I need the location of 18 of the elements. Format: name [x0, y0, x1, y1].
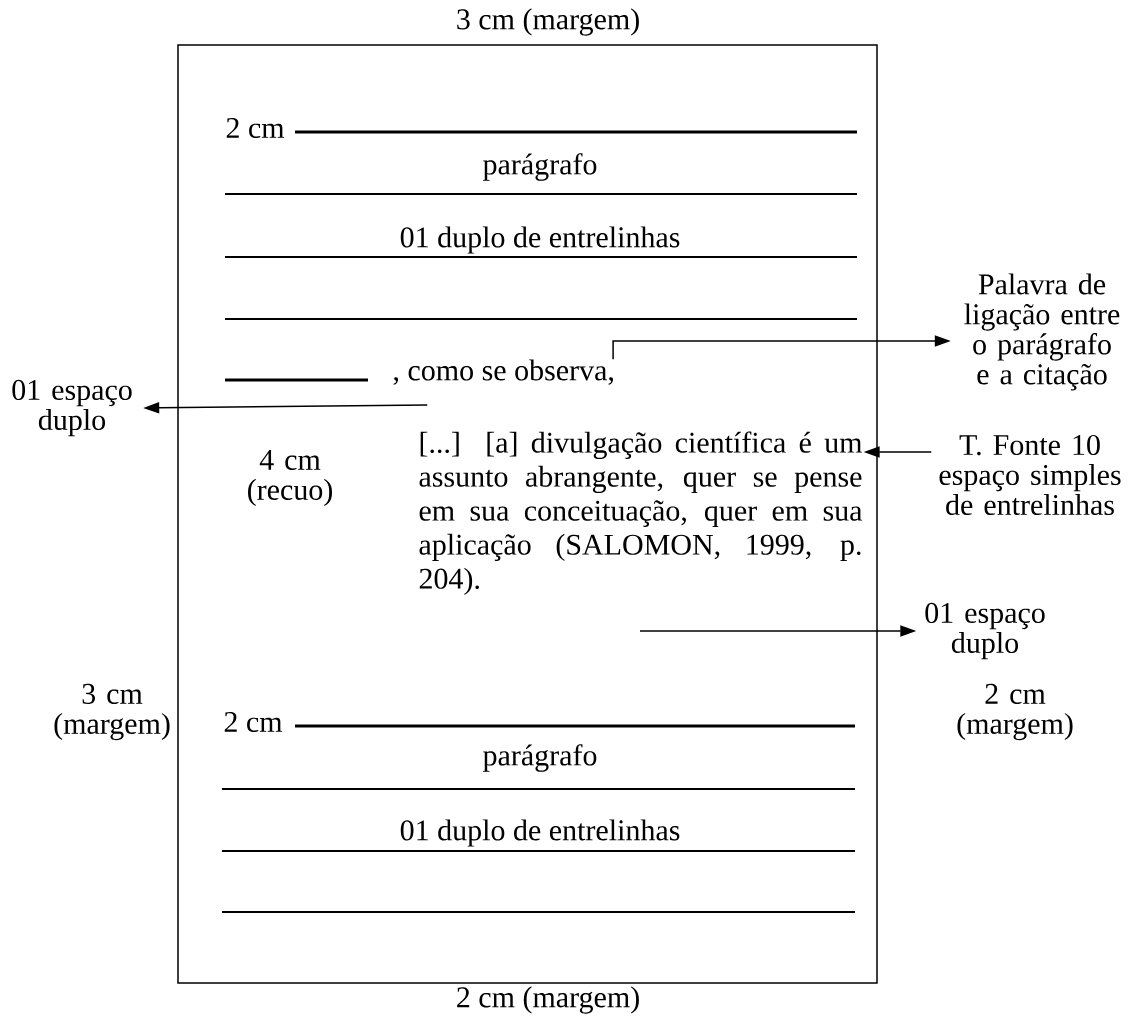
annotation-text: 01 espaço duplo [925, 602, 1045, 660]
annotation-text: 01 espaço duplo [12, 379, 132, 437]
placeholder-text: parágrafo [483, 744, 597, 772]
margin-label: 2 cm (margem) [957, 683, 1073, 741]
margin-label: 3 cm (margem) [54, 683, 170, 741]
margin-label: 3 cm (margem) [457, 8, 639, 36]
annotation-text: Palavra de ligação entre o parágrafo e a citação [964, 273, 1120, 391]
dimension-label: 2 cm [226, 117, 285, 139]
page-outline [177, 44, 878, 984]
dimension-label: 4 cm (recuo) [248, 449, 332, 507]
inline-text: , como se observa, [393, 359, 613, 385]
dimension-label: 2 cm [224, 711, 283, 733]
placeholder-text: 01 duplo de entrelinhas [400, 819, 680, 847]
quotation-text: [...] [a] divulgação científica é um assunto abrangente, quer se pense em sua conceituação, quer em sua aplicação (SALOMON, 1999, p. 204). [419, 431, 863, 595]
placeholder-text: 01 duplo de entrelinhas [400, 226, 680, 254]
placeholder-text: parágrafo [483, 153, 597, 181]
annotation-text: T. Fonte 10 espaço simples de entrelinhas [939, 434, 1121, 516]
margin-label: 2 cm (margem) [457, 986, 639, 1014]
